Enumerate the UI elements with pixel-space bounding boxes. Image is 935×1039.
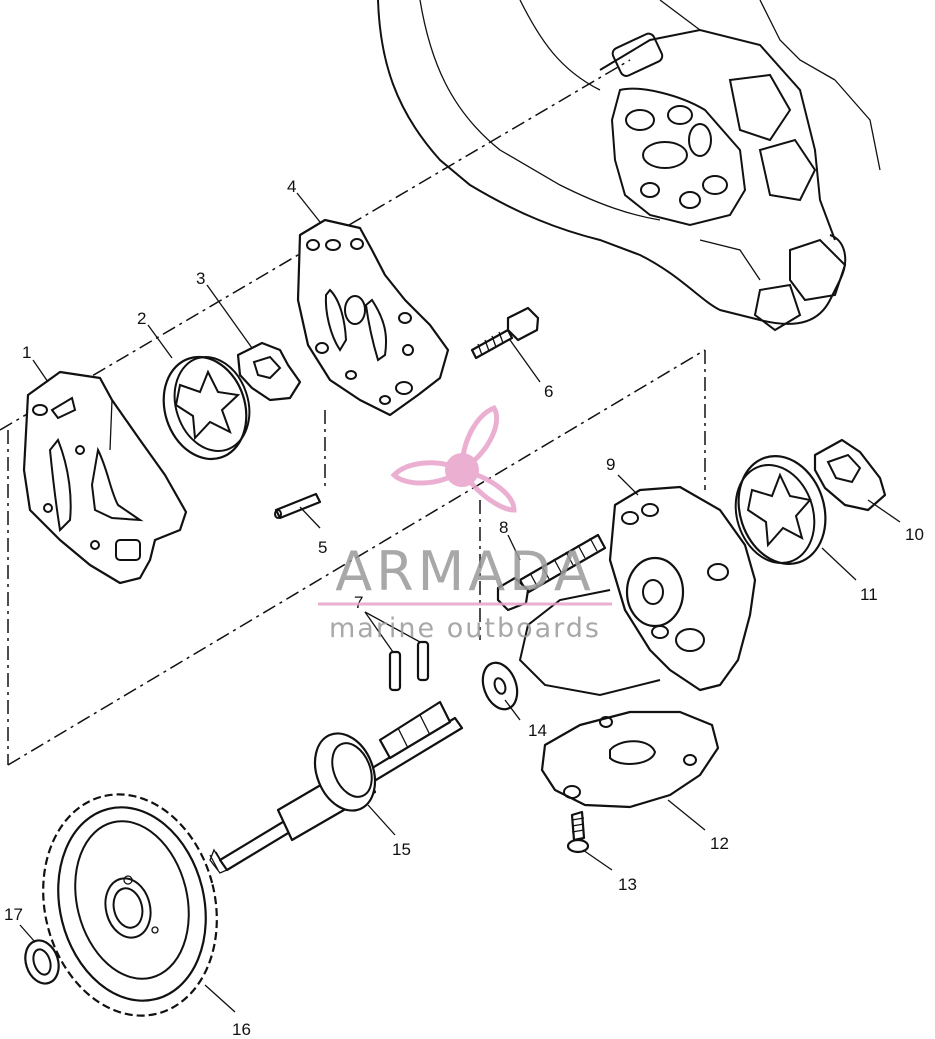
watermark-tagline: marine outboards [329,613,601,644]
part-10-inner-rotor [813,438,887,512]
assembly-centerline [0,59,706,766]
part-14-washer [481,661,519,711]
callout-5: 5 [318,538,327,557]
callout-17: 17 [4,905,23,924]
callout-11: 11 [860,585,878,604]
part-11-outer-rotor [734,455,827,565]
callout-2: 2 [137,309,146,328]
engine-block-housing [377,0,881,332]
propeller-logo-icon [390,404,517,513]
part-16-gear [42,793,218,1017]
callout-14: 14 [528,721,547,740]
part-9-pump-housing [518,485,757,697]
leader-lines [19,192,901,1013]
callout-3: 3 [196,269,205,288]
part-8-long-bolt [496,533,607,612]
part-15-drive-shaft [209,700,464,874]
callout-12: 12 [710,834,729,853]
watermark: ARMADA marine outboards [318,404,612,644]
callout-1: 1 [22,343,31,362]
callout-15: 15 [392,840,411,859]
callout-9: 9 [606,455,615,474]
callout-16: 16 [232,1020,251,1039]
callout-4: 4 [287,177,296,196]
callout-13: 13 [618,875,637,894]
part-17-ring [24,939,60,985]
watermark-brand: ARMADA [335,540,595,603]
part-13-screw [566,810,590,854]
part-2-outer-rotor [162,355,251,461]
callout-6: 6 [544,382,553,401]
part-1-pump-body [22,370,188,585]
part-6-bolt [470,306,540,360]
part-3-inner-rotor [236,341,302,402]
callout-10: 10 [905,525,924,544]
part-4-pump-plate [296,218,450,417]
part-7-pins [388,640,430,692]
part-5-dowel-pin [274,492,322,520]
part-12-cover-plate [540,710,720,809]
callout-8: 8 [499,518,508,537]
